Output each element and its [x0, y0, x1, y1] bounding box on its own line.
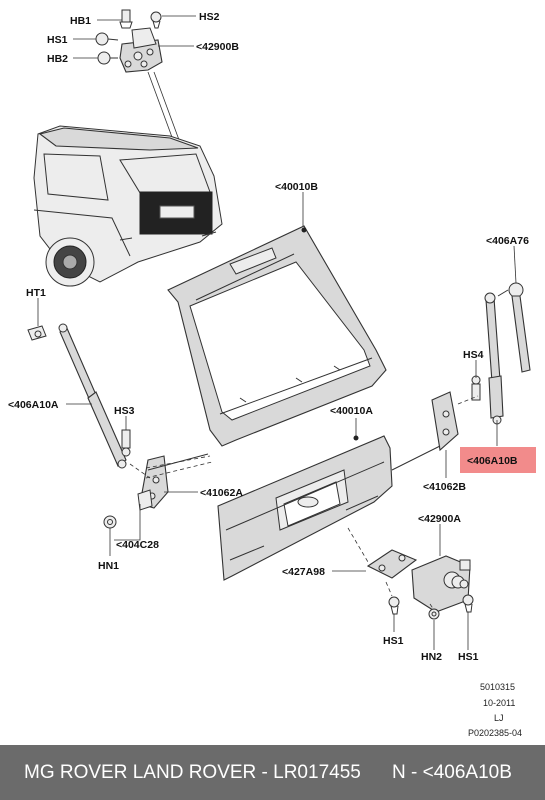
- label-hs1-bottom-left: HS1: [383, 635, 404, 647]
- bolt-hs1-top: [95, 32, 119, 46]
- bolt-hs3: [121, 429, 131, 457]
- parts-diagram: HB1 HS2 HS1 <42900B HB2 <40010B <406A76 …: [8, 9, 536, 738]
- label-427a98: <427A98: [282, 566, 325, 578]
- label-404c28: <404C28: [116, 539, 159, 551]
- footer-part-code: N - <406A10B: [392, 762, 512, 783]
- bolt-hb1: [119, 9, 133, 29]
- ref-initials: LJ: [494, 713, 504, 723]
- label-406a10a: <406A10A: [8, 399, 59, 411]
- nut-hb2: [97, 51, 118, 65]
- stud-404c28: [137, 489, 153, 511]
- nut-hn2: [428, 608, 440, 620]
- label-hs1-top: HS1: [47, 34, 68, 46]
- ref-code: P0202385-04: [468, 728, 522, 738]
- bolt-hs1-br: [462, 594, 474, 613]
- left-gas-strut: [58, 323, 127, 469]
- upper-tailgate: [167, 225, 387, 447]
- footer-title: MG ROVER LAND ROVER - LR017455: [24, 762, 361, 783]
- bolt-hs1-bl: [388, 596, 400, 615]
- label-hs3: HS3: [114, 405, 135, 417]
- bracket-ht1: [27, 325, 47, 341]
- nut-hn1: [103, 515, 117, 529]
- lower-tailgate: [217, 435, 393, 581]
- label-hb1: HB1: [70, 15, 91, 27]
- label-42900b: <42900B: [196, 41, 239, 53]
- footer-bar: MG ROVER LAND ROVER - LR017455 N - <406A…: [0, 745, 545, 800]
- label-42900a: <42900A: [418, 513, 461, 525]
- right-hinge: [431, 391, 459, 452]
- ref-number: 5010315: [480, 682, 515, 692]
- label-406a10b: <406A10B: [467, 455, 518, 467]
- bolt-hs4: [471, 375, 481, 401]
- label-40010a: <40010A: [330, 405, 373, 417]
- right-gas-strut: [484, 292, 504, 425]
- label-40010b: <40010B: [275, 181, 318, 193]
- lower-latch: [411, 555, 471, 613]
- label-406a76: <406A76: [486, 235, 529, 247]
- label-hn1: HN1: [98, 560, 119, 572]
- label-hs1-bottom-right: HS1: [458, 651, 479, 663]
- label-41062a: <41062A: [200, 487, 243, 499]
- highlight-box: [460, 447, 536, 473]
- label-hs4: HS4: [463, 349, 484, 361]
- vehicle-outline: [33, 125, 223, 287]
- upper-latch-assembly: [119, 27, 163, 73]
- cable-406a76: [497, 282, 531, 373]
- label-hb2: HB2: [47, 53, 68, 65]
- label-hn2: HN2: [421, 651, 442, 663]
- striker-427a98: [366, 549, 418, 579]
- ref-date: 10-2011: [483, 698, 515, 708]
- bolt-hs2: [150, 11, 162, 29]
- label-ht1: HT1: [26, 287, 46, 299]
- label-hs2: HS2: [199, 11, 220, 23]
- label-41062b: <41062B: [423, 481, 466, 493]
